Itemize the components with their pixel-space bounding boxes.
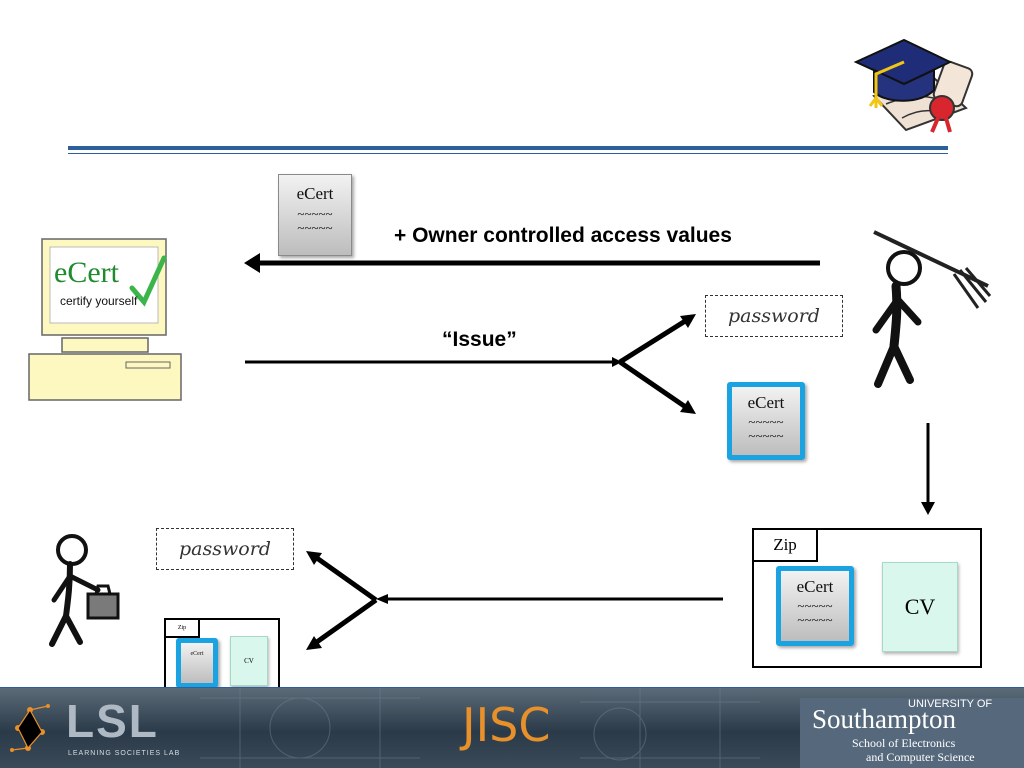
password-token: password [705,295,843,337]
certificate-title: eCert [296,184,334,203]
arrow-down-to-zip [921,423,935,515]
certificate-title: eCert [747,393,785,412]
owner-stick-figure-icon [872,230,992,388]
certificate-line: ~~~~~ [748,428,784,443]
lsl-logo: LSL [66,695,159,747]
lsl-subtitle: LEARNING SOCIETIES LAB [68,750,181,757]
receiver-password-token: password [156,528,294,570]
receiver-stick-figure-icon [49,534,120,647]
header-rule-thin [68,153,948,154]
certificate-line: ~~~~~ [797,598,833,613]
certificate-line: ~~~~~ [297,206,333,221]
zip-certificate: eCert ~~~~~ ~~~~~ [776,566,854,646]
university-name: Southampton [812,704,957,734]
issue-arrow [245,314,696,414]
certificate-line: ~~~~~ [748,414,784,429]
zip-tab: Zip [752,528,818,562]
certificate-title: eCert [190,651,204,657]
zip-package: Zip eCert ~~~~~ ~~~~~ CV [752,528,982,668]
footer-texture [10,688,760,768]
ecert-logo-title: eCert [54,256,119,289]
certificate-document: eCert ~~~~~ ~~~~~ [278,174,352,256]
small-zip-certificate: eCert [176,638,218,688]
footer-bar: LSL LEARNING SOCIETIES LAB JISC UNIVERSI… [0,688,1024,768]
jisc-logo: JISC [462,698,551,752]
ecert-server: eCert certify yourself [28,238,182,402]
ecert-logo-tagline: certify yourself [60,294,138,308]
owner-access-label: + Owner controlled access values [394,224,732,247]
issue-label: “Issue” [442,328,517,351]
certificate-title: eCert [796,577,834,596]
arrow-to-server [244,253,820,273]
university-of-text: UNIVERSITY OF [908,698,993,710]
small-zip-tab: Zip [164,618,200,638]
certificate-line: ~~~~~ [297,220,333,235]
graduation-cap-icon [853,38,974,133]
small-zip-package: Zip eCert CV [164,618,280,692]
small-cv-document: CV [230,636,268,686]
issued-certificate: eCert ~~~~~ ~~~~~ [727,382,805,460]
arrow-to-receiver [306,551,723,650]
computer-icon [28,238,182,401]
southampton-logo: UNIVERSITY OF Southampton School of Elec… [800,698,1024,768]
header-rule-thick [68,146,948,150]
certificate-line: ~~~~~ [797,612,833,627]
school-line-2: and Computer Science [866,750,975,764]
school-line-1: School of Electronics [852,736,956,750]
cv-document: CV [882,562,958,652]
